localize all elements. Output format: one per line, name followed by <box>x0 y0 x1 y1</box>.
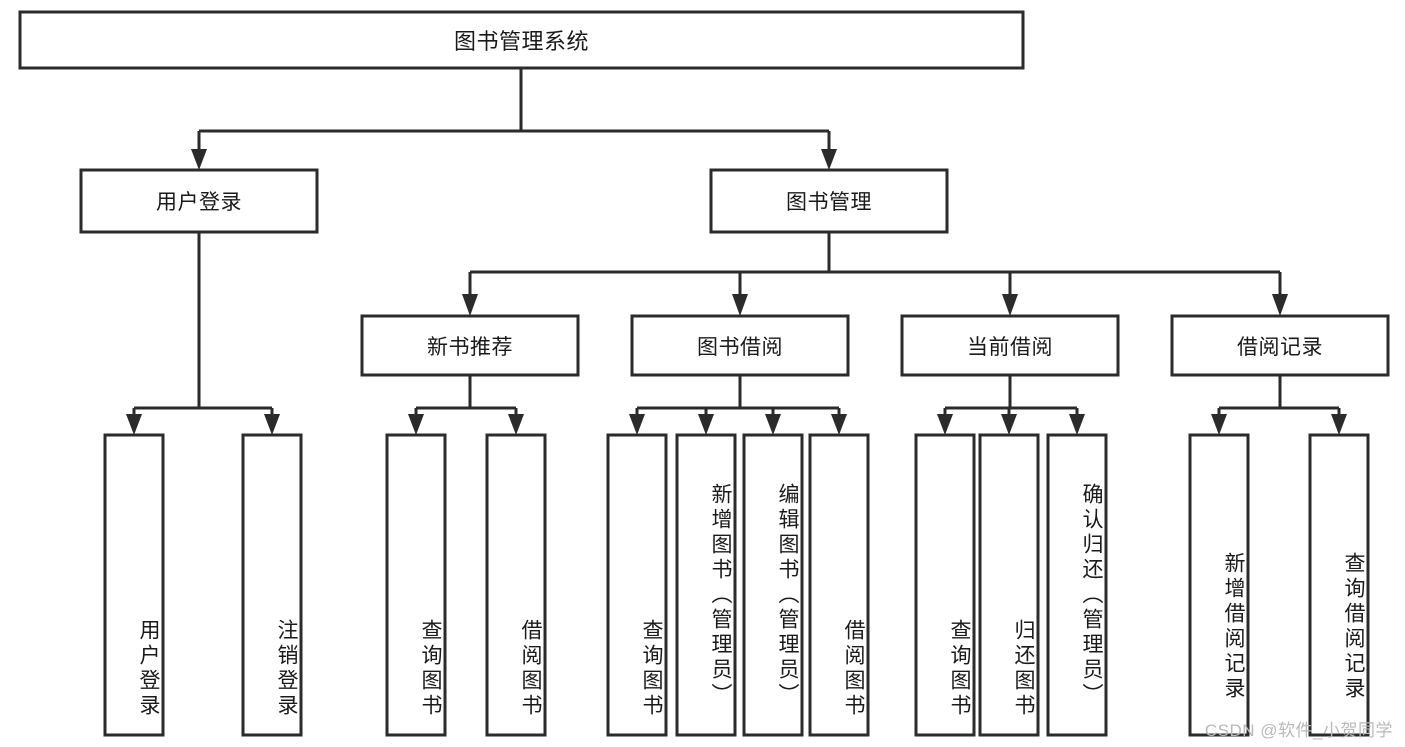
connector-new-book-recommend-to-leaves <box>408 375 524 435</box>
node-box-leaf-add-record[interactable] <box>1188 433 1250 737</box>
node-box-book-borrow[interactable] <box>630 314 850 377</box>
node-box-borrow-record[interactable] <box>1170 314 1390 377</box>
node-box-leaf-query-book-borrow[interactable] <box>606 433 668 737</box>
node-box-current-borrow[interactable] <box>900 314 1120 377</box>
node-box-leaf-borrow-book-rec[interactable] <box>485 433 547 737</box>
node-box-leaf-confirm-return[interactable] <box>1046 433 1108 737</box>
connector-current-borrow-to-leaves <box>937 375 1085 435</box>
node-box-user-login[interactable] <box>79 168 319 234</box>
node-box-leaf-logout[interactable] <box>241 433 303 737</box>
node-box-new-book-recommend[interactable] <box>360 314 580 377</box>
node-box-leaf-borrow-book[interactable] <box>808 433 870 737</box>
connector-book-management-to-level3 <box>462 232 1288 316</box>
node-box-leaf-query-book-rec[interactable] <box>385 433 447 737</box>
node-box-leaf-query-book-current[interactable] <box>914 433 976 737</box>
node-box-leaf-user-login[interactable] <box>103 433 165 737</box>
connector-user-login-to-leaves <box>126 232 280 435</box>
node-box-leaf-edit-book[interactable] <box>742 433 804 737</box>
node-box-root[interactable] <box>18 10 1025 70</box>
node-box-leaf-add-book[interactable] <box>675 433 737 737</box>
node-box-book-management[interactable] <box>709 168 949 234</box>
connector-borrow-record-to-leaves <box>1211 375 1347 435</box>
connector-root-to-level2 <box>191 68 837 170</box>
node-box-leaf-query-record[interactable] <box>1308 433 1370 737</box>
connector-book-borrow-to-leaves <box>629 375 847 435</box>
node-box-leaf-return-book[interactable] <box>978 433 1040 737</box>
